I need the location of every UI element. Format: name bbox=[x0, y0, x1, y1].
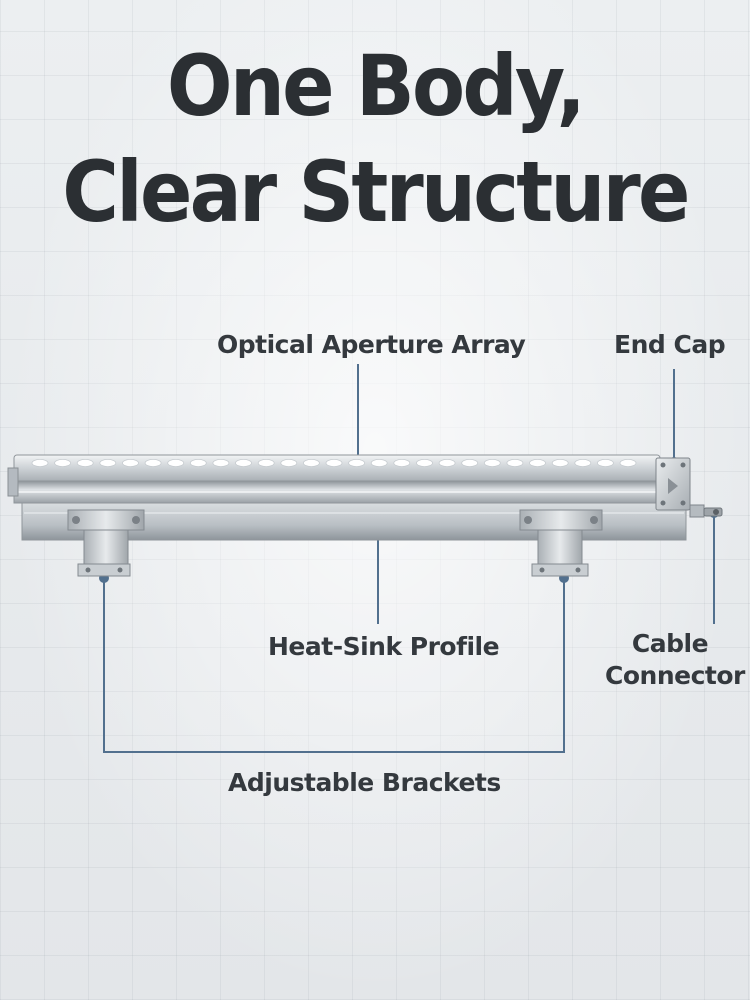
label-end-cap: End Cap bbox=[614, 330, 726, 359]
optical-aperture bbox=[235, 458, 252, 467]
optical-aperture bbox=[416, 458, 433, 467]
optical-aperture bbox=[189, 458, 207, 467]
optical-aperture bbox=[212, 458, 230, 467]
leader-lines bbox=[99, 364, 719, 753]
label-adjustable-brackets: Adjustable Brackets bbox=[228, 768, 501, 797]
optical-aperture bbox=[76, 458, 94, 467]
optical-aperture bbox=[461, 458, 479, 467]
optical-aperture bbox=[348, 458, 366, 467]
optical-aperture bbox=[257, 458, 275, 467]
optical-apertures bbox=[31, 458, 637, 467]
end-cap bbox=[655, 457, 691, 511]
optical-aperture bbox=[280, 458, 298, 467]
optical-aperture bbox=[529, 458, 546, 467]
leader-brackets bbox=[103, 580, 565, 753]
optical-aperture bbox=[99, 458, 117, 467]
optical-aperture bbox=[325, 458, 343, 467]
headline-line-2: Clear Structure bbox=[62, 143, 690, 241]
optical-aperture bbox=[302, 458, 320, 467]
label-optical-aperture-array: Optical Aperture Array bbox=[217, 330, 526, 359]
optical-aperture bbox=[167, 458, 185, 467]
left-end-plate bbox=[7, 467, 19, 497]
bracket-left bbox=[67, 509, 145, 577]
optical-aperture bbox=[619, 458, 637, 467]
label-heat-sink-profile: Heat-Sink Profile bbox=[268, 632, 500, 661]
label-cable-connector: Cable Connector bbox=[605, 629, 745, 690]
top-lens-strip bbox=[13, 454, 661, 482]
optical-aperture bbox=[393, 458, 411, 467]
optical-aperture bbox=[122, 458, 139, 467]
optical-aperture bbox=[574, 458, 592, 467]
optical-aperture bbox=[31, 458, 49, 467]
optical-aperture bbox=[551, 458, 569, 467]
optical-aperture bbox=[370, 458, 388, 467]
optical-aperture bbox=[597, 458, 614, 467]
cable-connector bbox=[689, 504, 723, 518]
optical-aperture bbox=[438, 458, 456, 467]
optical-aperture bbox=[506, 458, 524, 467]
optical-aperture bbox=[144, 458, 162, 467]
optical-aperture bbox=[54, 458, 71, 467]
headline-line-1: One Body, bbox=[166, 37, 586, 135]
bracket-right bbox=[519, 509, 603, 577]
optical-aperture bbox=[483, 458, 501, 467]
